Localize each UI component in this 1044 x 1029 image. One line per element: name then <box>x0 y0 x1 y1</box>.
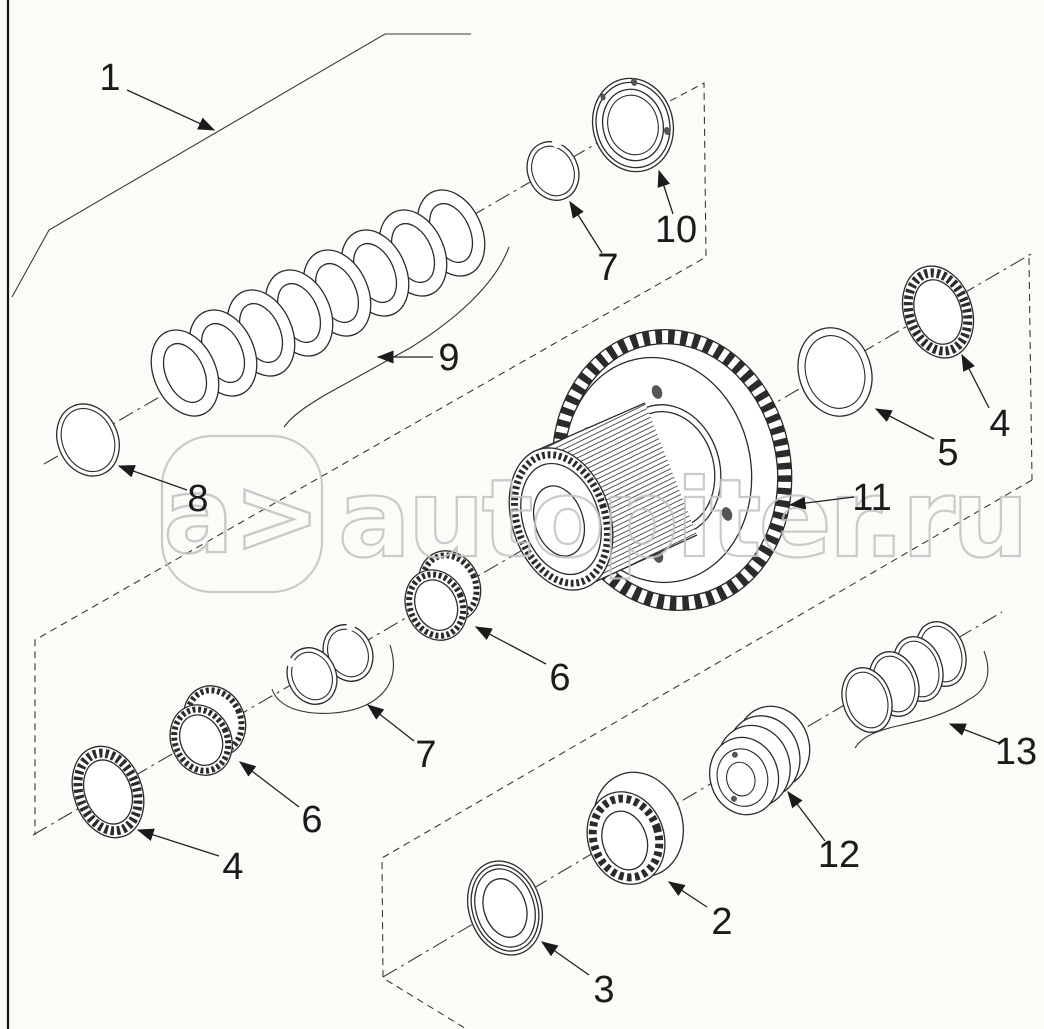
svg-text:10: 10 <box>655 209 697 251</box>
bracket-7-pair <box>271 644 394 714</box>
drum-bore <box>532 485 586 557</box>
mid-assembly-dashed-boundary <box>34 82 707 835</box>
callout-2: 2 <box>667 881 733 943</box>
watermark: a> autopiter.ru <box>160 434 1030 594</box>
needle-thrust-cage-4-left <box>71 745 145 839</box>
watermark-logo-text: a> <box>163 455 320 577</box>
snap-ring-pair-7 <box>286 622 374 705</box>
svg-text:6: 6 <box>301 799 322 841</box>
needle-thrust-cage-4-right <box>901 265 975 359</box>
snap-ring <box>322 622 374 682</box>
clutch-disc-pack-9 <box>150 189 486 417</box>
seal-ring <box>841 667 893 733</box>
callout-6-lower: 6 <box>238 761 323 841</box>
callout-9: 9 <box>376 337 460 379</box>
svg-text:4: 4 <box>989 403 1010 445</box>
retainer-hole <box>600 93 606 101</box>
callout-13: 13 <box>948 723 1037 773</box>
svg-text:12: 12 <box>818 834 860 876</box>
main-gear-11 <box>508 328 793 612</box>
tapered-roller-bearing-2 <box>586 771 685 885</box>
callout-5: 5 <box>874 408 959 474</box>
svg-text:2: 2 <box>711 901 732 943</box>
svg-text:3: 3 <box>593 969 614 1011</box>
callout-6-upper: 6 <box>474 626 571 699</box>
clutch-piston-12 <box>709 705 811 816</box>
assembly-1-boundary <box>11 33 471 298</box>
callout-7-top: 7 <box>569 200 619 289</box>
callout-1: 1 <box>99 57 216 131</box>
splined-drum-hub <box>508 402 698 591</box>
needle-bearing-6-upper <box>404 550 482 641</box>
clutch-disc <box>150 329 220 417</box>
bracket-13 <box>854 650 989 749</box>
thrust-washer-3 <box>467 860 543 956</box>
retainer-hole <box>630 78 638 86</box>
callout-7-middle: 7 <box>366 704 437 776</box>
callout-8: 8 <box>117 465 209 520</box>
svg-text:13: 13 <box>995 731 1037 773</box>
snap-ring-5 <box>797 327 873 417</box>
svg-text:11: 11 <box>852 477 891 519</box>
callout-3: 3 <box>540 941 615 1011</box>
retainer-hole <box>663 127 671 135</box>
needle-bearing-6-lower <box>169 685 247 776</box>
svg-text:7: 7 <box>415 734 436 776</box>
watermark-site-text: autopiter.ru <box>338 457 1026 582</box>
lower-assembly-dashed-boundary <box>381 479 1033 1029</box>
snap-ring <box>286 647 338 705</box>
callout-11: 11 <box>788 477 892 519</box>
svg-text:8: 8 <box>187 478 208 520</box>
callout-12: 12 <box>787 790 860 876</box>
callouts: 1 2 3 4 4 5 6 6 7 7 8 9 10 11 12 13 <box>99 57 1037 1011</box>
callout-10: 10 <box>655 169 697 251</box>
svg-text:7: 7 <box>597 247 618 289</box>
svg-text:9: 9 <box>438 337 459 379</box>
callout-4-right: 4 <box>961 353 1011 445</box>
svg-text:5: 5 <box>937 432 958 474</box>
flange-hole <box>721 507 733 521</box>
snap-ring-7-top <box>526 137 580 201</box>
seal-ring-set-13 <box>841 621 967 733</box>
svg-text:1: 1 <box>99 57 120 99</box>
right-dashed-boundary <box>1028 257 1033 481</box>
flange-hole <box>651 385 663 399</box>
seal-ring-8 <box>56 403 120 477</box>
svg-text:4: 4 <box>222 846 243 888</box>
svg-text:6: 6 <box>549 657 570 699</box>
callout-4-left: 4 <box>136 828 244 888</box>
bearing-retainer-10 <box>591 77 675 173</box>
watermark-logo-box <box>160 434 324 594</box>
